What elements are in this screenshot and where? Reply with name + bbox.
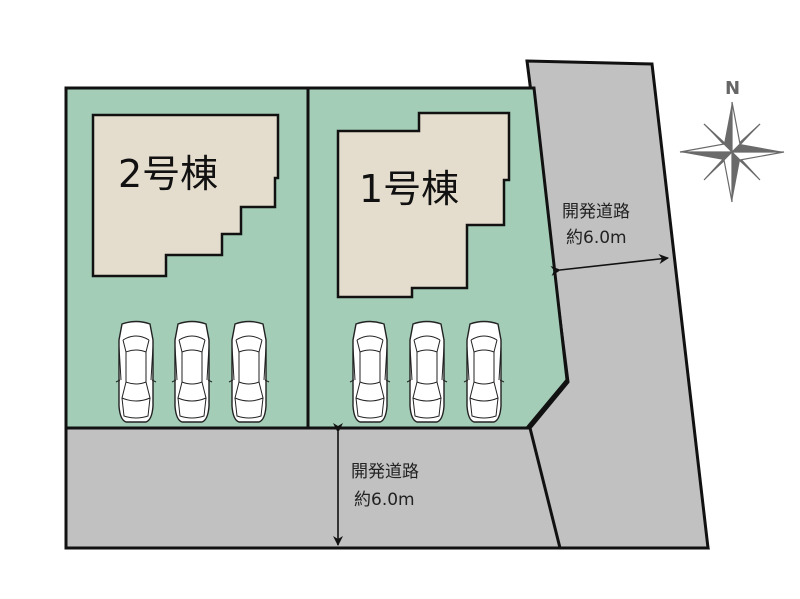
- building-1-label: 1号棟: [359, 167, 459, 211]
- car-icon: [406, 320, 448, 423]
- building-1-footprint: [336, 111, 511, 299]
- east-road-dimension: 開発道路 約6.0m: [550, 202, 669, 276]
- parking-building-1: [349, 320, 505, 423]
- car-icon: [349, 320, 391, 423]
- car-icon: [228, 320, 270, 423]
- building-2-label: 2号棟: [118, 152, 218, 196]
- south-road-label: 開発道路: [351, 462, 419, 482]
- east-road: [525, 59, 710, 550]
- car-icon: [115, 320, 157, 423]
- car-icon: [463, 320, 505, 423]
- building-2-footprint: [91, 113, 280, 278]
- south-road-width: 約6.0m: [354, 490, 415, 510]
- compass-north-label: N: [725, 78, 740, 99]
- compass-rose-icon: N: [679, 78, 785, 203]
- east-road-width: 約6.0m: [566, 228, 627, 248]
- parking-building-2: [115, 320, 270, 423]
- south-road-dimension: 開発道路 約6.0m: [333, 423, 419, 546]
- car-icon: [171, 320, 213, 423]
- east-road-label: 開発道路: [562, 202, 630, 222]
